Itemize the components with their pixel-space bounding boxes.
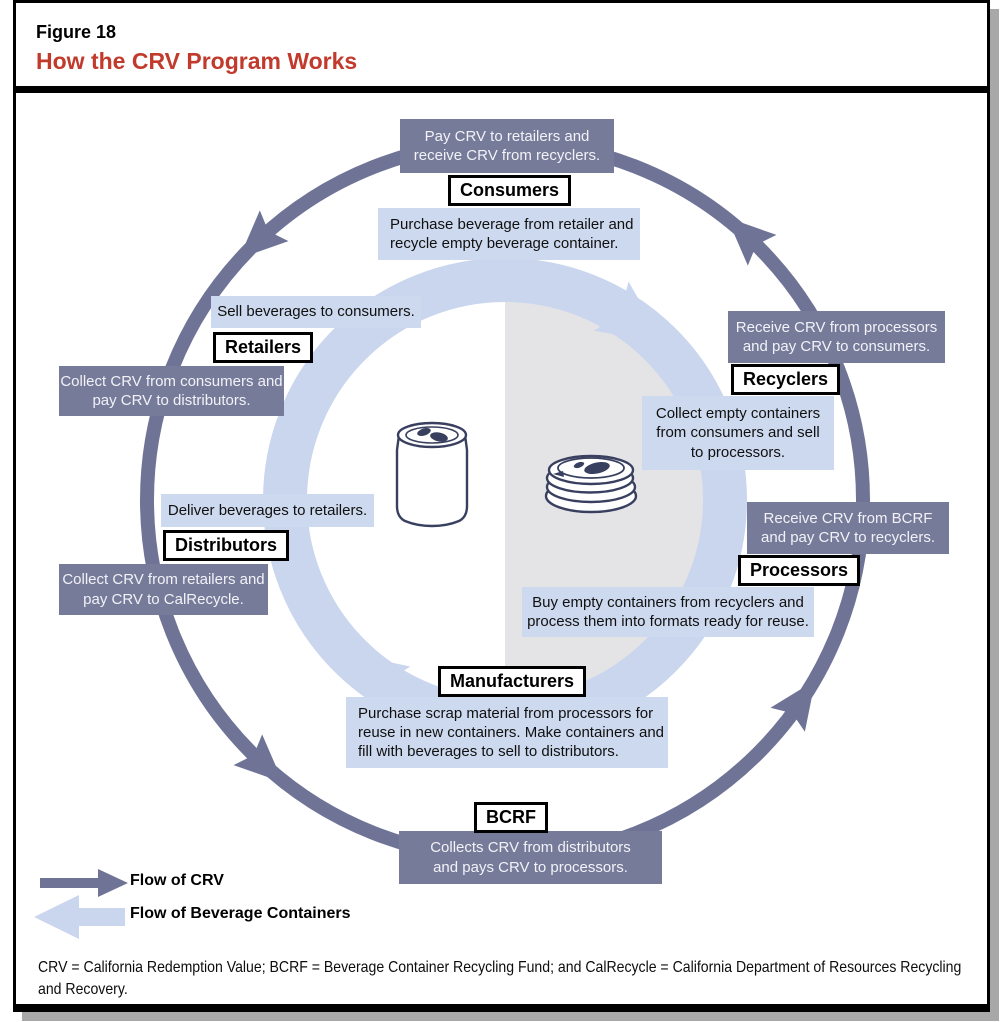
crv-flow-legend-arrow-icon <box>40 869 128 897</box>
crv-flow-legend-label: Flow of CRV <box>130 872 224 889</box>
full-beverage-can-icon <box>395 421 469 528</box>
recyclers-crv-box: Receive CRV from processors and pay CRV … <box>728 311 945 363</box>
recyclers-label: Recyclers <box>731 364 841 395</box>
processors-containers-text: Buy empty containers from recyclers and … <box>527 593 809 630</box>
retailers-crv-box: Collect CRV from consumers and pay CRV t… <box>59 366 284 416</box>
bcrf-crv-text: Collects CRV from distributors and pays … <box>430 839 631 876</box>
container-flow-legend-label: Flow of Beverage Containers <box>130 905 351 922</box>
crushed-beverage-can-icon <box>544 454 638 514</box>
distributors-containers-box: Deliver beverages to retailers. <box>161 494 374 527</box>
retailers-containers-box: Sell beverages to consumers. <box>211 296 421 328</box>
distributors-crv-box: Collect CRV from retailers and pay CRV t… <box>59 564 268 615</box>
distributors-crv-text: Collect CRV from retailers and pay CRV t… <box>62 571 265 608</box>
crv-arrowhead-top-left-icon <box>239 210 289 259</box>
figure-title: How the CRV Program Works <box>36 48 358 74</box>
consumers-containers-box: Purchase beverage from retailer and recy… <box>378 208 640 260</box>
container-flow-arrowhead-top-icon <box>594 281 664 343</box>
manufacturers-containers-box: Purchase scrap material from processors … <box>346 697 668 768</box>
retailers-containers-text: Sell beverages to consumers. <box>217 303 415 321</box>
crv-arrowhead-bottom-left-icon <box>233 734 283 783</box>
consumers-crv-text: Pay CRV to retailers and receive CRV fro… <box>413 127 601 164</box>
consumers-label: Consumers <box>448 175 572 206</box>
distributors-label: Distributors <box>163 530 290 561</box>
recyclers-containers-box: Collect empty containers from consumers … <box>642 396 834 470</box>
figure-number: Figure 18 <box>36 22 117 42</box>
retailers-label: Retailers <box>213 332 314 363</box>
processors-crv-box: Receive CRV from BCRF and pay CRV to rec… <box>747 502 949 554</box>
consumers-containers-text: Purchase beverage from retailer and recy… <box>390 215 634 252</box>
processors-label: Processors <box>738 555 861 586</box>
crv-arrowhead-bottom-right-icon <box>770 680 816 732</box>
distributors-containers-text: Deliver beverages to retailers. <box>167 501 368 519</box>
recyclers-crv-text: Receive CRV from processors and pay CRV … <box>735 318 938 355</box>
manufacturers-label: Manufacturers <box>438 666 587 697</box>
recyclers-containers-text: Collect empty containers from consumers … <box>655 405 821 461</box>
container-flow-arrowhead-bottom-icon <box>341 651 411 715</box>
manufacturers-containers-text: Purchase scrap material from processors … <box>358 704 665 761</box>
retailers-crv-text: Collect CRV from consumers and pay CRV t… <box>60 372 283 409</box>
header-divider-bar <box>16 86 987 93</box>
bcrf-crv-box: Collects CRV from distributors and pays … <box>399 831 662 884</box>
bcrf-label: BCRF <box>474 802 548 833</box>
container-flow-legend-arrow-icon <box>34 895 125 939</box>
processors-containers-box: Buy empty containers from recyclers and … <box>522 587 814 637</box>
footnote: CRV = California Redemption Value; BCRF … <box>38 959 962 999</box>
crv-arrowhead-top-right-icon <box>727 217 777 266</box>
processors-crv-text: Receive CRV from BCRF and pay CRV to rec… <box>761 509 935 546</box>
consumers-crv-box: Pay CRV to retailers and receive CRV fro… <box>400 119 614 173</box>
